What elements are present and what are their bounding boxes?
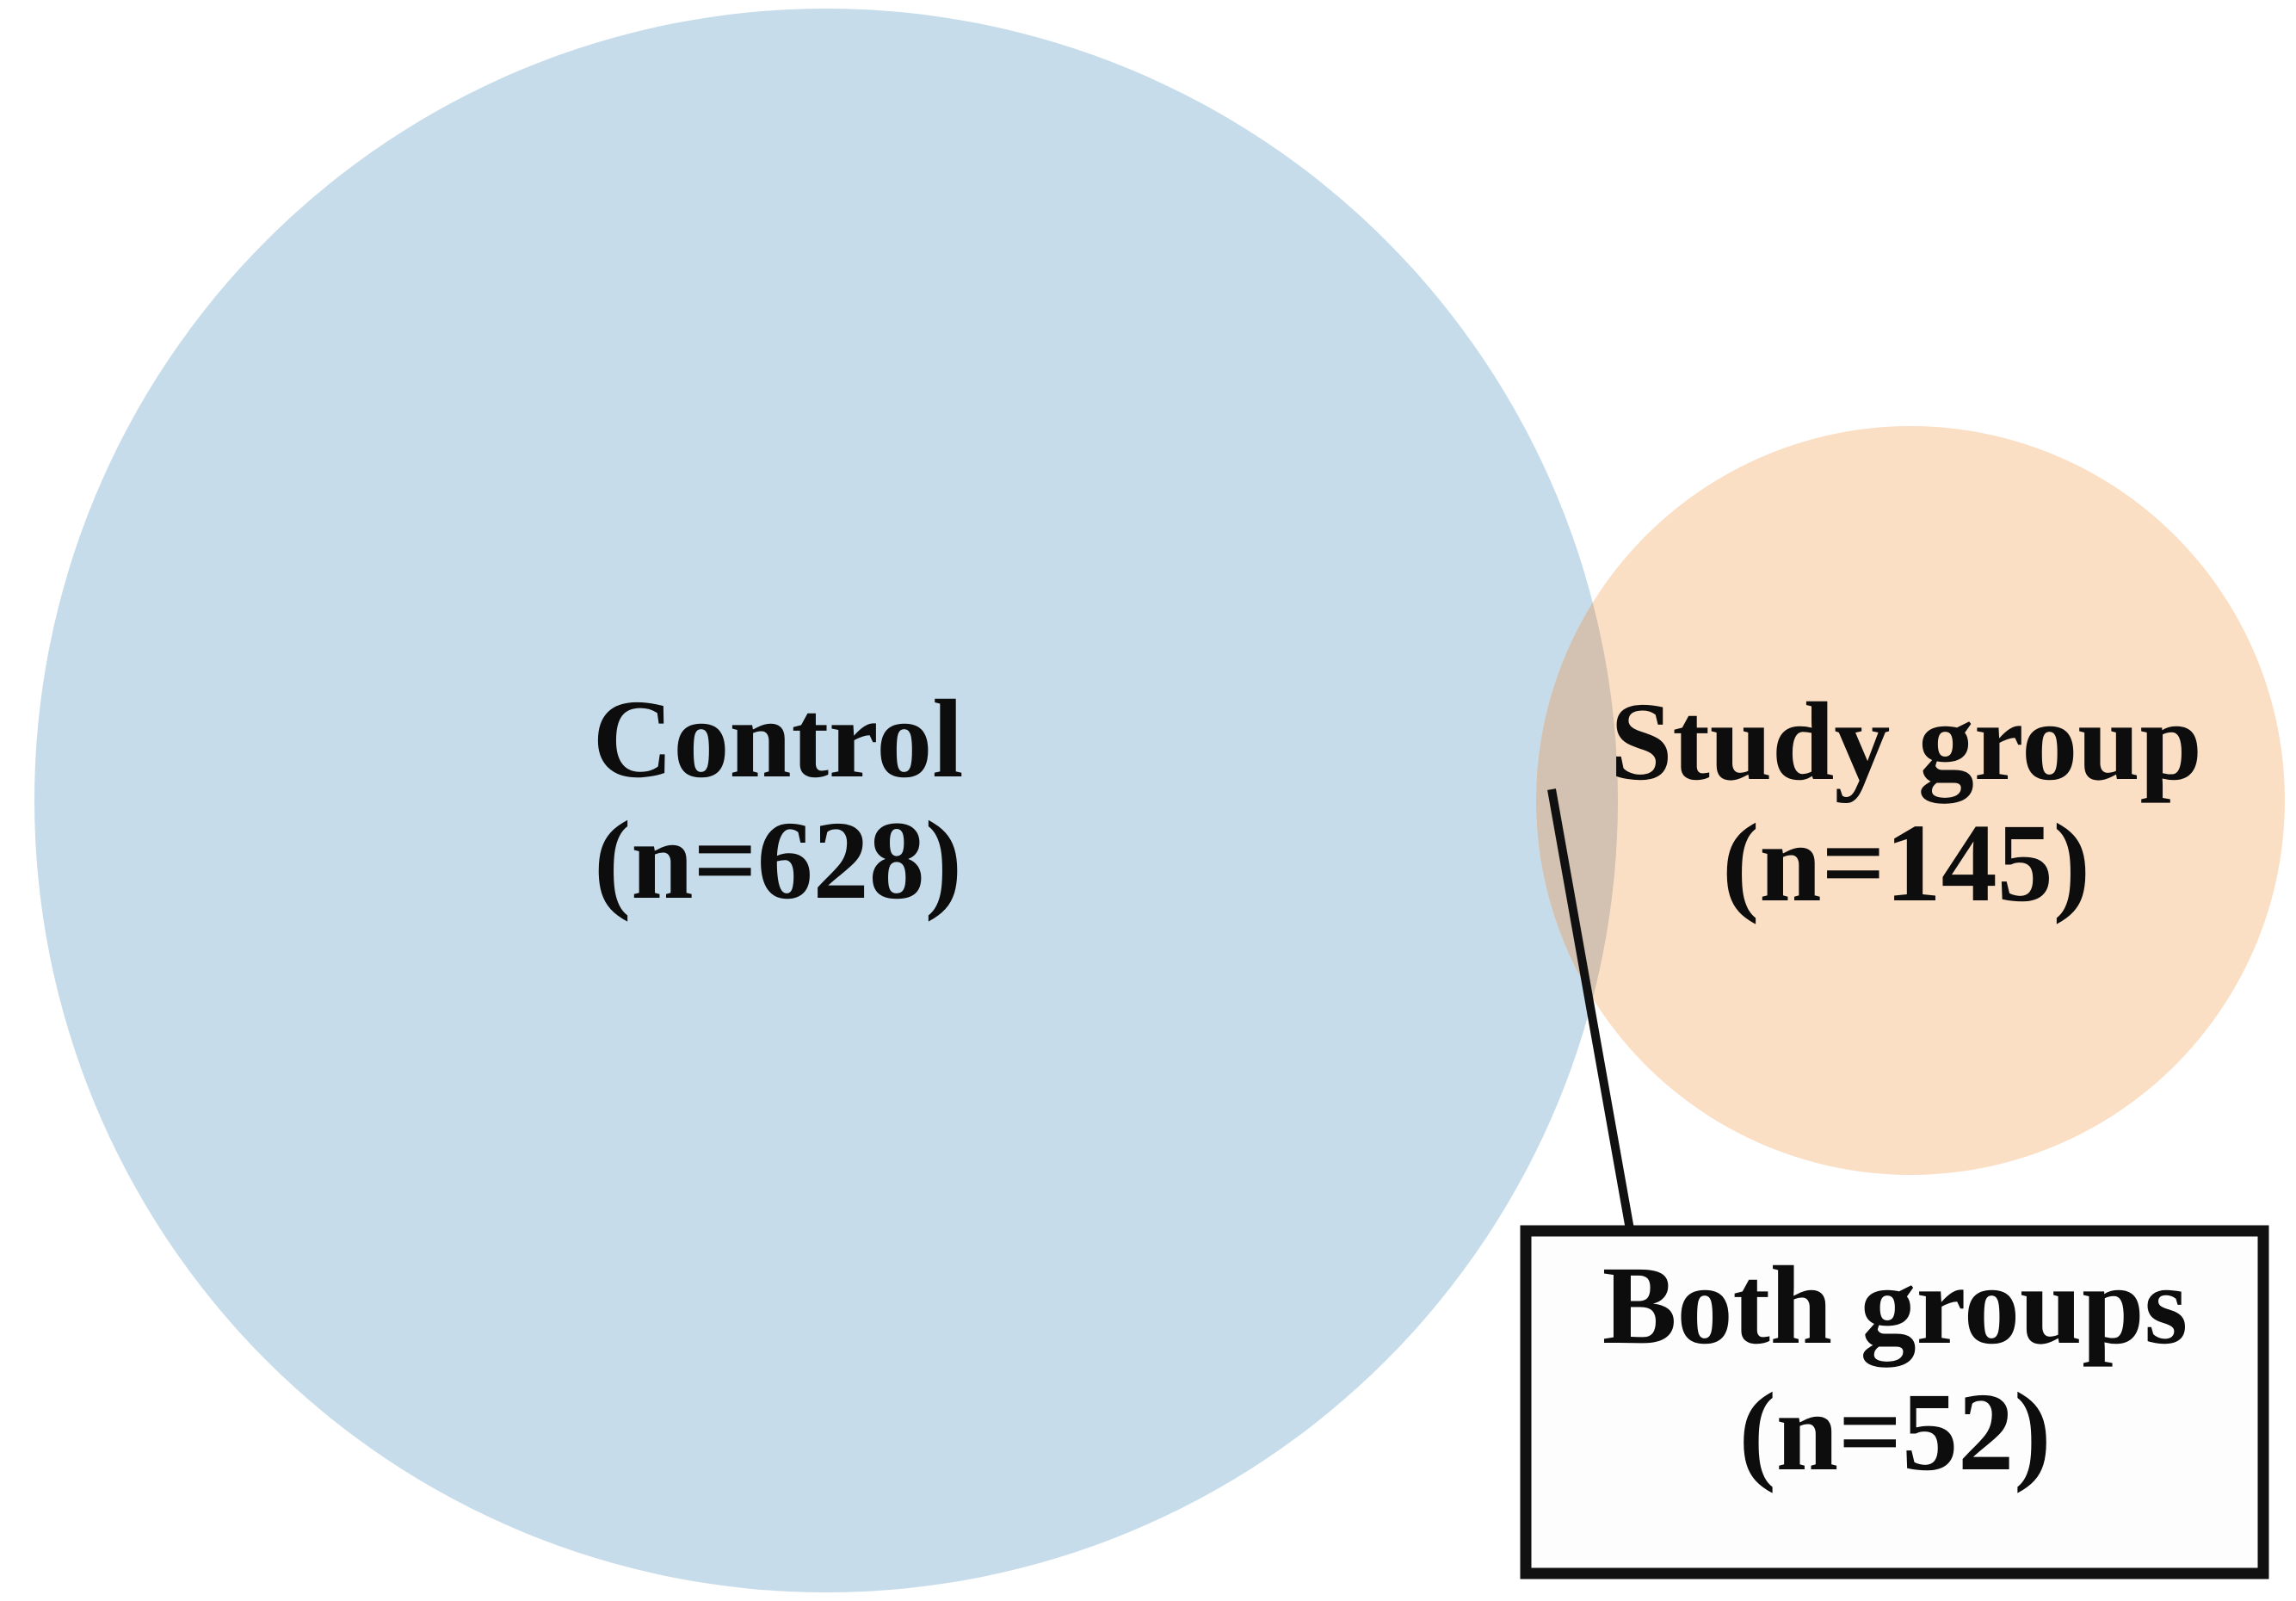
callout-box-border: [1520, 1225, 2269, 1579]
intersection-count: (n=52): [1739, 1370, 2052, 1494]
study-set-circle: [1536, 426, 2285, 1175]
callout-box: [1526, 1231, 2263, 1573]
control-set-count: (n=628): [594, 799, 962, 923]
control-set-circle: [34, 9, 1618, 1592]
control-set-label: Control: [593, 677, 964, 801]
study-set-count: (n=145): [1722, 801, 2090, 925]
callout-leader-line: [1547, 788, 1635, 1235]
study-set-label: Study group: [1610, 680, 2202, 804]
intersection-label: Both groups: [1602, 1244, 2188, 1368]
